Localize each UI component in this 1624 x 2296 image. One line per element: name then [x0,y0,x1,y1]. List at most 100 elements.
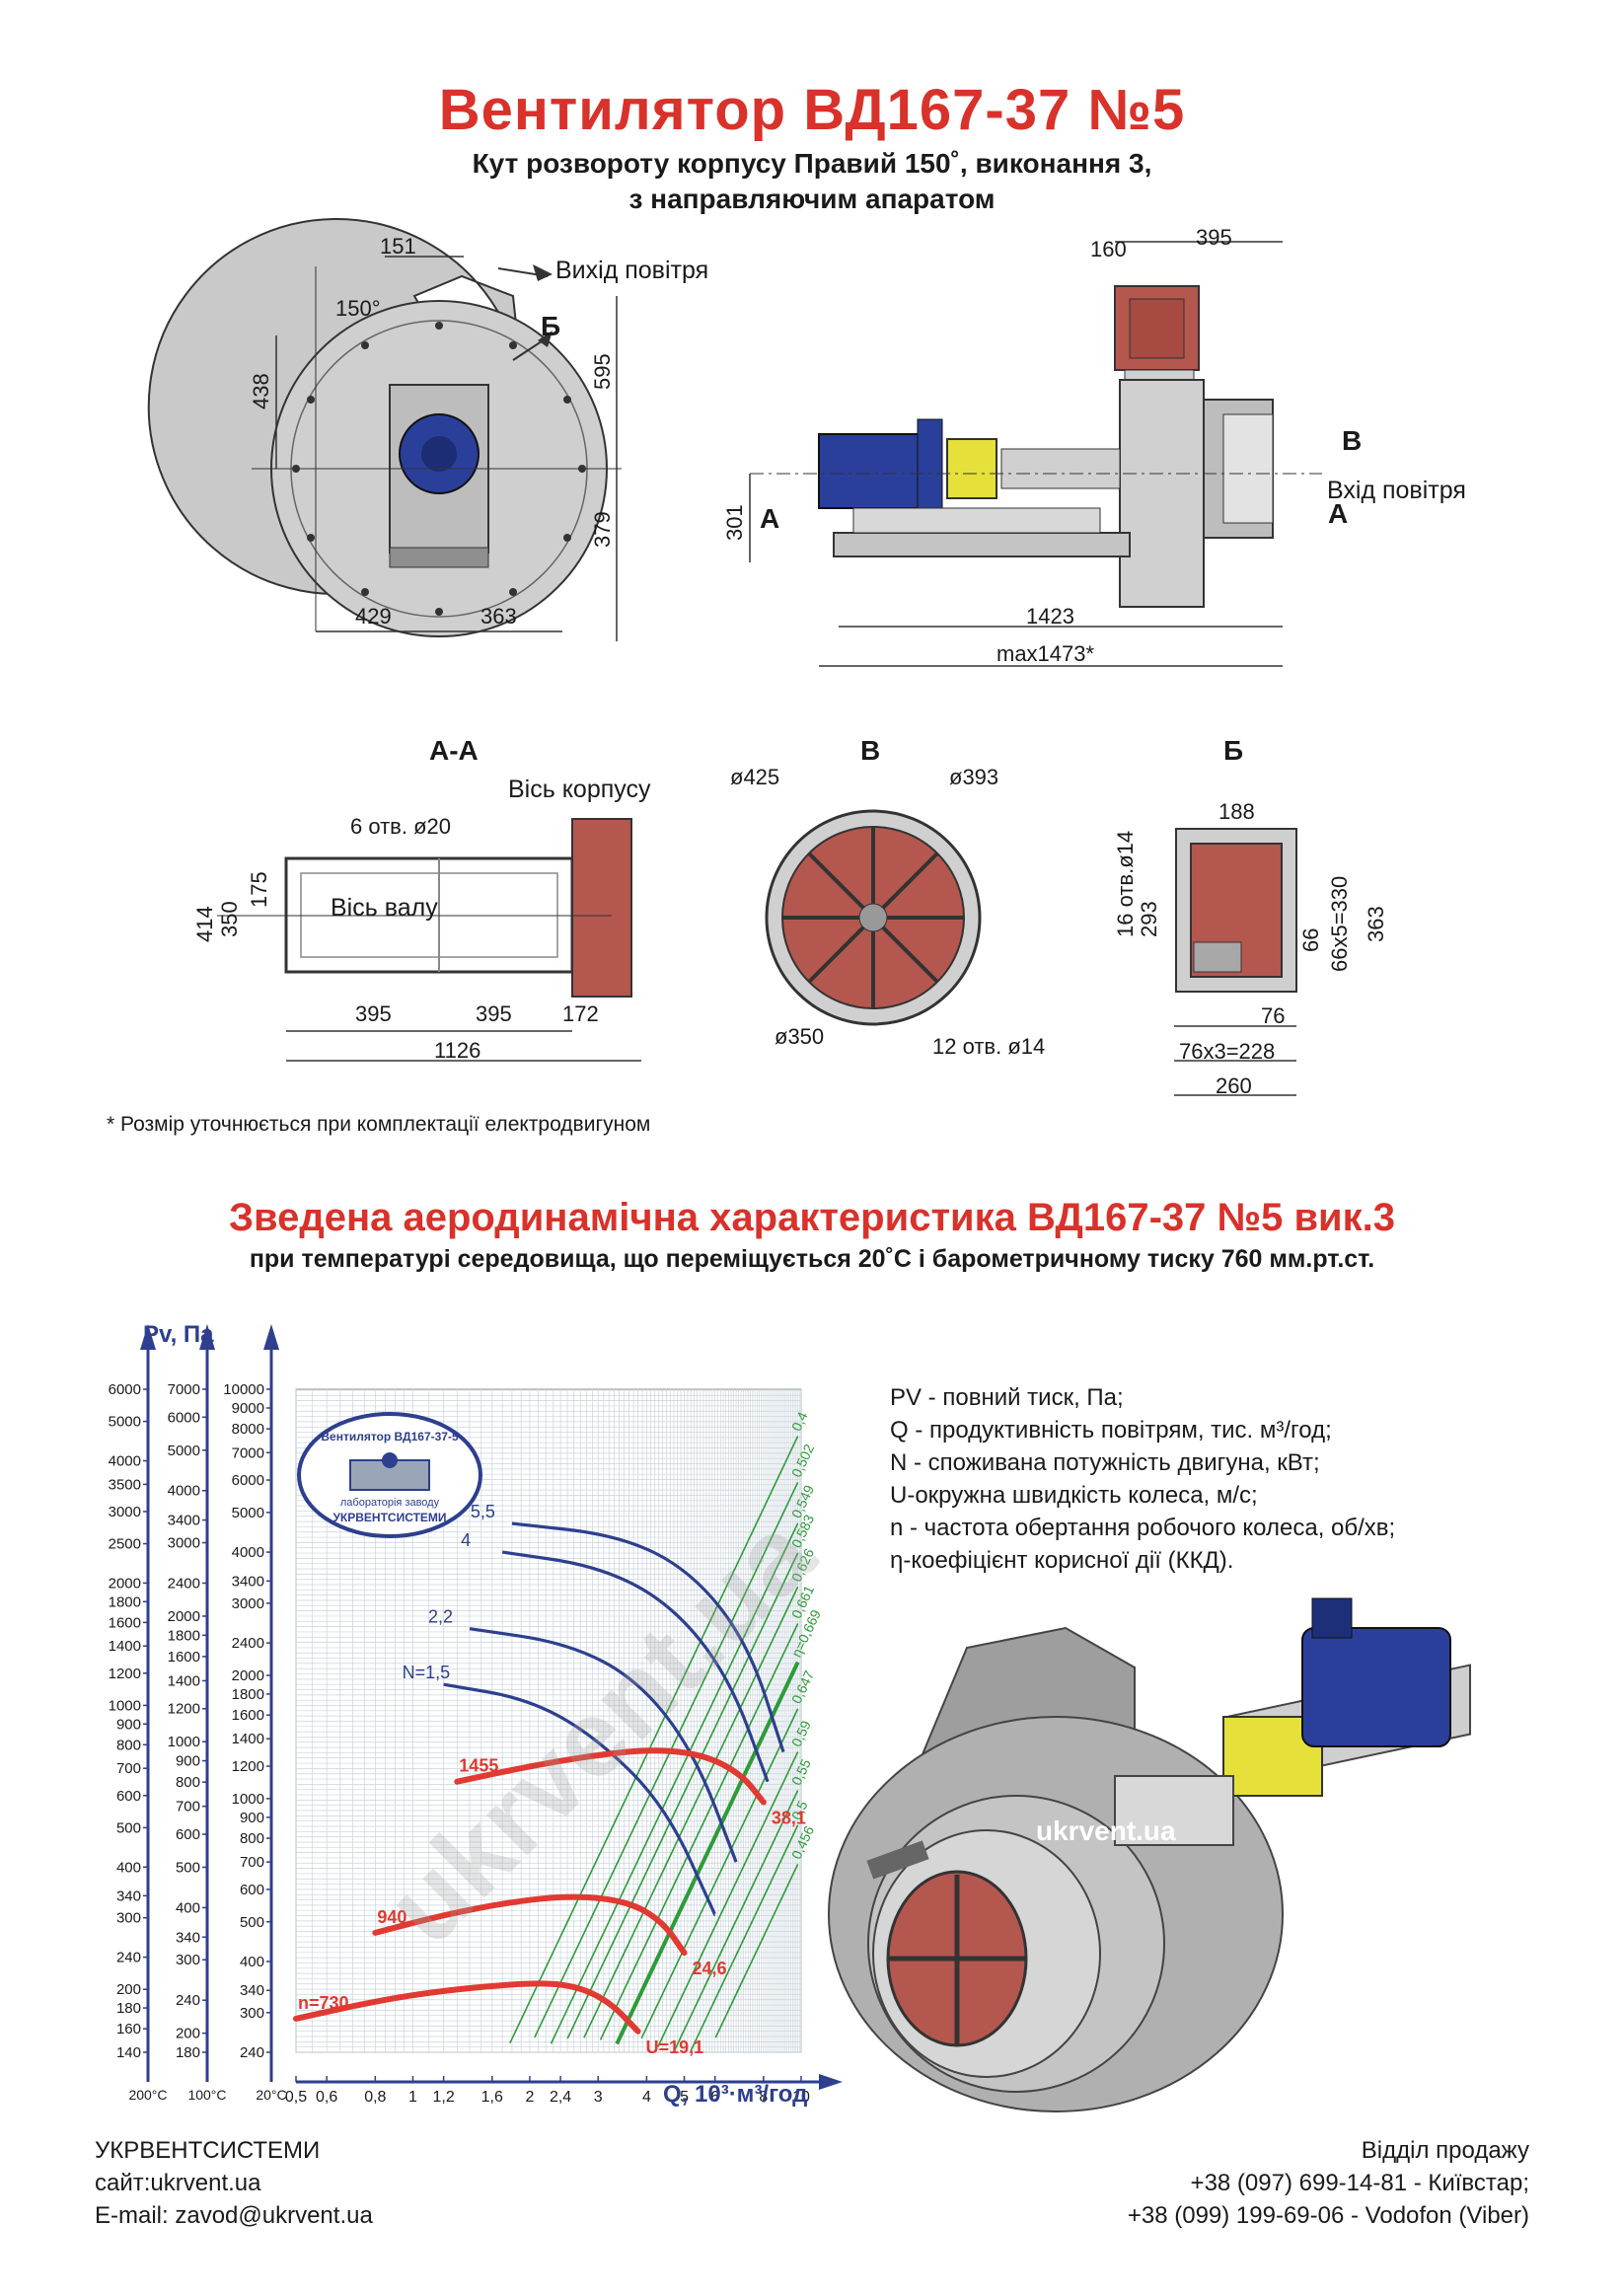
rpm-curve [454,1747,767,1806]
efficiency-label: 0,5 [788,1798,811,1822]
y-tick-label: 9000 [232,1400,264,1417]
y-tick-label: 3000 [232,1595,264,1612]
efficiency-line [640,1708,799,2039]
y-tick-label: 3400 [168,1513,200,1529]
power-curves: N=1,52,245,5 [403,1502,785,1916]
efficiency-line [509,1436,799,2044]
y-tick-label: 1000 [109,1697,141,1714]
legend-pv: PV - повний тиск, Па; [890,1384,1124,1411]
temp-label: 20°C [256,2087,286,2103]
y-tick-label: 1600 [109,1614,141,1631]
y-tick-label: 500 [116,1819,141,1836]
y-tick-label: 340 [240,1982,264,1999]
x-tick-label: 4 [642,2089,651,2106]
chart-legend: PV - повний тиск, Па; Q - продуктивність… [890,1381,1395,1577]
front-view-drawing [147,218,622,641]
y-tick-label: 800 [176,1774,200,1791]
y-axis-100C-arrow [199,1324,215,1350]
x-tick-label: 5 [680,2089,689,2106]
y-axis-20C-arrow [263,1324,279,1350]
dim-175: 175 [247,871,271,908]
legend-u: U-окружна швидкість колеса, м/с; [890,1482,1258,1509]
rpm-curve-end-label: U=19,1 [646,2037,704,2057]
dim-d425: ø425 [730,765,779,789]
y-tick-label: 800 [240,1830,264,1847]
y-tick-label: 1200 [109,1666,141,1682]
dim-293: 293 [1137,901,1161,937]
page-title: Вентилятор ВД167-37 №5 [438,78,1186,142]
dim-16-holes: 16 отв.ø14 [1113,831,1138,937]
dim-363-b: 363 [1364,906,1388,942]
y-tick-label: 600 [240,1882,264,1898]
x-tick-label: 6 [710,2089,719,2106]
footer-left: УКРВЕНТСИСТЕМИ сайт:ukrvent.ua E-mail: z… [95,2134,373,2232]
y-tick-label: 340 [176,1929,200,1946]
holes-label-aa: 6 отв. ø20 [350,814,451,839]
x-tick-label: 0,5 [285,2089,307,2106]
chart-grid [295,1388,802,2053]
rpm-curve-label: n=730 [298,1993,349,2013]
y-axis-label: Pv, Па [143,1321,214,1348]
y-tick-label: 600 [116,1788,141,1805]
y-tick-label: 180 [176,2044,200,2061]
y-tick-label: 300 [176,1952,200,1968]
x-tick-label: 3 [594,2089,603,2106]
logo-bottom-text: УКРВЕНТСИСТЕМИ [332,1511,446,1524]
axis-body-label: Вісь корпусу [508,776,651,803]
phone-kyivstar: +38 (097) 699-14-81 - Київстар; [1190,2170,1529,2196]
y-tick-label: 8000 [232,1421,264,1438]
y-tick-label: 3500 [109,1476,141,1493]
legend-rpm: n - частота обертання робочого колеса, о… [890,1515,1396,1541]
y-tick-label: 6000 [109,1381,141,1398]
x-tick-label: 0,6 [316,2089,337,2106]
y-tick-label: 4000 [168,1483,200,1500]
y-tick-label: 4000 [232,1544,264,1561]
legend-q: Q - продуктивність повітрям, тис. м³/год… [890,1417,1332,1444]
lab-logo: Вентилятор ВД167-37-5 лабораторія заводу… [297,1412,482,1538]
y-tick-label: 160 [116,2021,141,2037]
aero-chart: 0,40,5020,5490,5830,6260,661η=0,6690,647… [109,1321,843,2108]
view-mark-b: Б [541,311,560,341]
view-mark-v: В [1342,425,1362,456]
chart-section-title: Зведена аеродинамічна характеристика ВД1… [228,1196,1396,1239]
dim-76: 76 [1261,1003,1285,1028]
efficiency-line [566,1552,799,2039]
dim-438: 438 [249,373,273,409]
y-tick-label: 1200 [168,1701,200,1718]
section-drawings: А-А Вісь корпусу 6 отв. ø20 Вісь валу 41… [192,735,1388,1098]
dim-150deg: 150° [335,296,381,321]
power-curve-label: 4 [461,1530,471,1550]
y-tick-label: 4000 [109,1453,141,1470]
x-tick-label: 10 [792,2089,810,2106]
y-tick-label: 1000 [168,1734,200,1750]
dim-66: 66 [1298,928,1323,952]
section-v-title: В [860,735,880,766]
dim-188: 188 [1218,799,1255,824]
chart-section-subtitle: при температурі середовища, що переміщує… [249,1245,1375,1273]
y-tick-label: 3000 [168,1535,200,1552]
y-tick-label: 10000 [223,1381,264,1398]
y-tick-label: 3400 [232,1573,264,1590]
y-tick-label: 500 [176,1859,200,1876]
y-tick-label: 1400 [232,1731,264,1747]
dim-d350: ø350 [775,1024,824,1049]
y-tick-label: 400 [240,1954,264,1970]
section-mark-a-left: А [760,503,779,534]
efficiency-line [673,1790,799,2051]
y-tick-label: 240 [176,1992,200,2009]
rpm-curve-label: 1455 [459,1756,498,1776]
y-tick-label: 400 [116,1859,141,1876]
y-tick-label: 7000 [232,1444,264,1461]
footer-right: Відділ продажу +38 (097) 699-14-81 - Киї… [1128,2134,1529,2232]
dim-1126: 1126 [434,1038,480,1063]
logo-top-text: Вентилятор ВД167-37-5 [321,1430,459,1444]
efficiency-line [583,1586,799,2038]
y-tick-label: 1800 [109,1593,141,1610]
chart-axes: 2403003404005006007008009001000120014001… [109,1324,843,2106]
air-outlet-label: Вихід повітря [555,257,708,284]
x-tick-label: 1,6 [481,2089,503,2106]
y-tick-label: 6000 [168,1409,200,1426]
sales-heading: Відділ продажу [1361,2137,1529,2164]
efficiency-line [690,1824,799,2051]
dim-395-b: 395 [476,1001,512,1026]
